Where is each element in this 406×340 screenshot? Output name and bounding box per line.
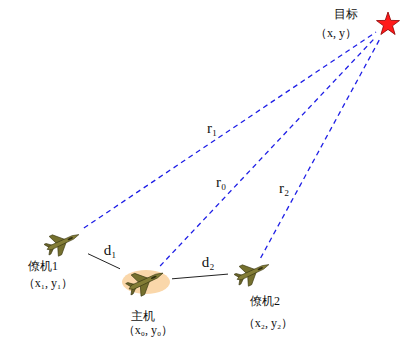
- range-line: [261, 37, 381, 258]
- aircraft-icon: [228, 258, 278, 286]
- baseline-link: [172, 274, 228, 279]
- aircraft-node: 主机（x₀, y₀）: [120, 266, 172, 296]
- coordinate-label: （x, y）: [314, 26, 358, 40]
- node-name: 目标: [334, 7, 358, 21]
- distance-label: r₁: [207, 120, 217, 136]
- aircraft-node: 僚机2（x₂, y₂）: [228, 258, 278, 286]
- distance-label: d₂: [202, 254, 215, 270]
- coordinate-label: （x₀, y₀）: [123, 323, 173, 337]
- range-line: [84, 32, 376, 228]
- target-star: [376, 11, 400, 37]
- distance-label: r₂: [279, 180, 289, 196]
- node-name: 僚机1: [28, 259, 58, 273]
- aircraft-icon: [120, 266, 172, 296]
- distance-label: d₁: [104, 242, 117, 258]
- target-node: 目标（x, y）: [376, 11, 400, 37]
- distance-label: r₀: [216, 174, 226, 190]
- coordinate-label: （x₁, y₁）: [23, 276, 73, 290]
- range-line: [160, 37, 376, 266]
- node-name: 主机: [131, 309, 155, 323]
- aircraft-node: 僚机1（x₁, y₁）: [38, 228, 88, 256]
- node-name: 僚机2: [250, 294, 280, 308]
- aircraft-icon: [38, 228, 88, 256]
- coordinate-label: （x₂, y₂）: [243, 316, 293, 330]
